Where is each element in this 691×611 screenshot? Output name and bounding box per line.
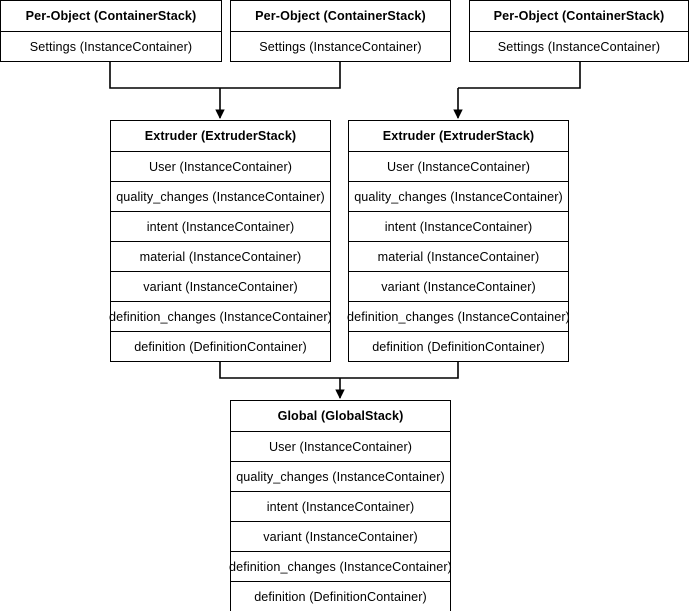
- extruder-stack-right-row-variant: variant (InstanceContainer): [349, 271, 568, 301]
- extruder-stack-right-row-definition: definition (DefinitionContainer): [349, 331, 568, 361]
- extruder-stack-right[interactable]: Extruder (ExtruderStack) User (InstanceC…: [347, 120, 570, 362]
- extruder-stack-left-row-definition-changes: definition_changes (InstanceContainer): [109, 301, 332, 331]
- connector-extruder-right-to-global: [340, 360, 459, 379]
- extruder-stack-left-row-quality-changes: quality_changes (InstanceContainer): [111, 181, 330, 211]
- per-object-stack-3-header: Per-Object (ContainerStack): [493, 9, 665, 23]
- extruder-stack-left-row-intent: intent (InstanceContainer): [111, 211, 330, 241]
- global-stack-row-quality-changes: quality_changes (InstanceContainer): [231, 461, 450, 491]
- global-stack-row-user: User (InstanceContainer): [231, 431, 450, 461]
- per-object-stack-2[interactable]: Per-Object (ContainerStack) Settings (In…: [230, 0, 451, 62]
- global-stack-row-definition-changes: definition_changes (InstanceContainer): [229, 551, 452, 581]
- connector-perobject3-to-extruder-right: [458, 60, 581, 89]
- extruder-stack-left-row-definition: definition (DefinitionContainer): [111, 331, 330, 361]
- extruder-stack-right-row-definition-changes: definition_changes (InstanceContainer): [347, 301, 570, 331]
- per-object-stack-2-header: Per-Object (ContainerStack): [255, 9, 426, 23]
- global-stack-row-definition: definition (DefinitionContainer): [231, 581, 450, 611]
- connector-perobject2-to-extruder-left: [220, 60, 341, 89]
- global-stack-header: Global (GlobalStack): [277, 409, 404, 423]
- global-stack-row-intent: intent (InstanceContainer): [231, 491, 450, 521]
- per-object-stack-2-row-settings: Settings (InstanceContainer): [231, 31, 450, 61]
- per-object-stack-1[interactable]: Per-Object (ContainerStack) Settings (In…: [0, 0, 222, 62]
- extruder-stack-right-row-material: material (InstanceContainer): [349, 241, 568, 271]
- extruder-stack-right-row-user: User (InstanceContainer): [349, 151, 568, 181]
- extruder-stack-left-row-user: User (InstanceContainer): [111, 151, 330, 181]
- extruder-stack-left-header: Extruder (ExtruderStack): [144, 129, 297, 143]
- extruder-stack-left-row-material: material (InstanceContainer): [111, 241, 330, 271]
- global-stack[interactable]: Global (GlobalStack) User (InstanceConta…: [229, 400, 452, 611]
- global-stack-row-variant: variant (InstanceContainer): [231, 521, 450, 551]
- extruder-stack-right-row-quality-changes: quality_changes (InstanceContainer): [349, 181, 568, 211]
- per-object-stack-1-header: Per-Object (ContainerStack): [25, 9, 197, 23]
- connector-perobject1-to-extruder-left: [109, 60, 220, 89]
- per-object-stack-1-row-settings: Settings (InstanceContainer): [1, 31, 221, 61]
- per-object-stack-3-row-settings: Settings (InstanceContainer): [470, 31, 688, 61]
- extruder-stack-left[interactable]: Extruder (ExtruderStack) User (InstanceC…: [109, 120, 332, 362]
- per-object-stack-3[interactable]: Per-Object (ContainerStack) Settings (In…: [469, 0, 689, 62]
- connector-extruder-left-to-global: [219, 360, 340, 379]
- extruder-stack-left-row-variant: variant (InstanceContainer): [111, 271, 330, 301]
- extruder-stack-right-header: Extruder (ExtruderStack): [382, 129, 535, 143]
- extruder-stack-right-row-intent: intent (InstanceContainer): [349, 211, 568, 241]
